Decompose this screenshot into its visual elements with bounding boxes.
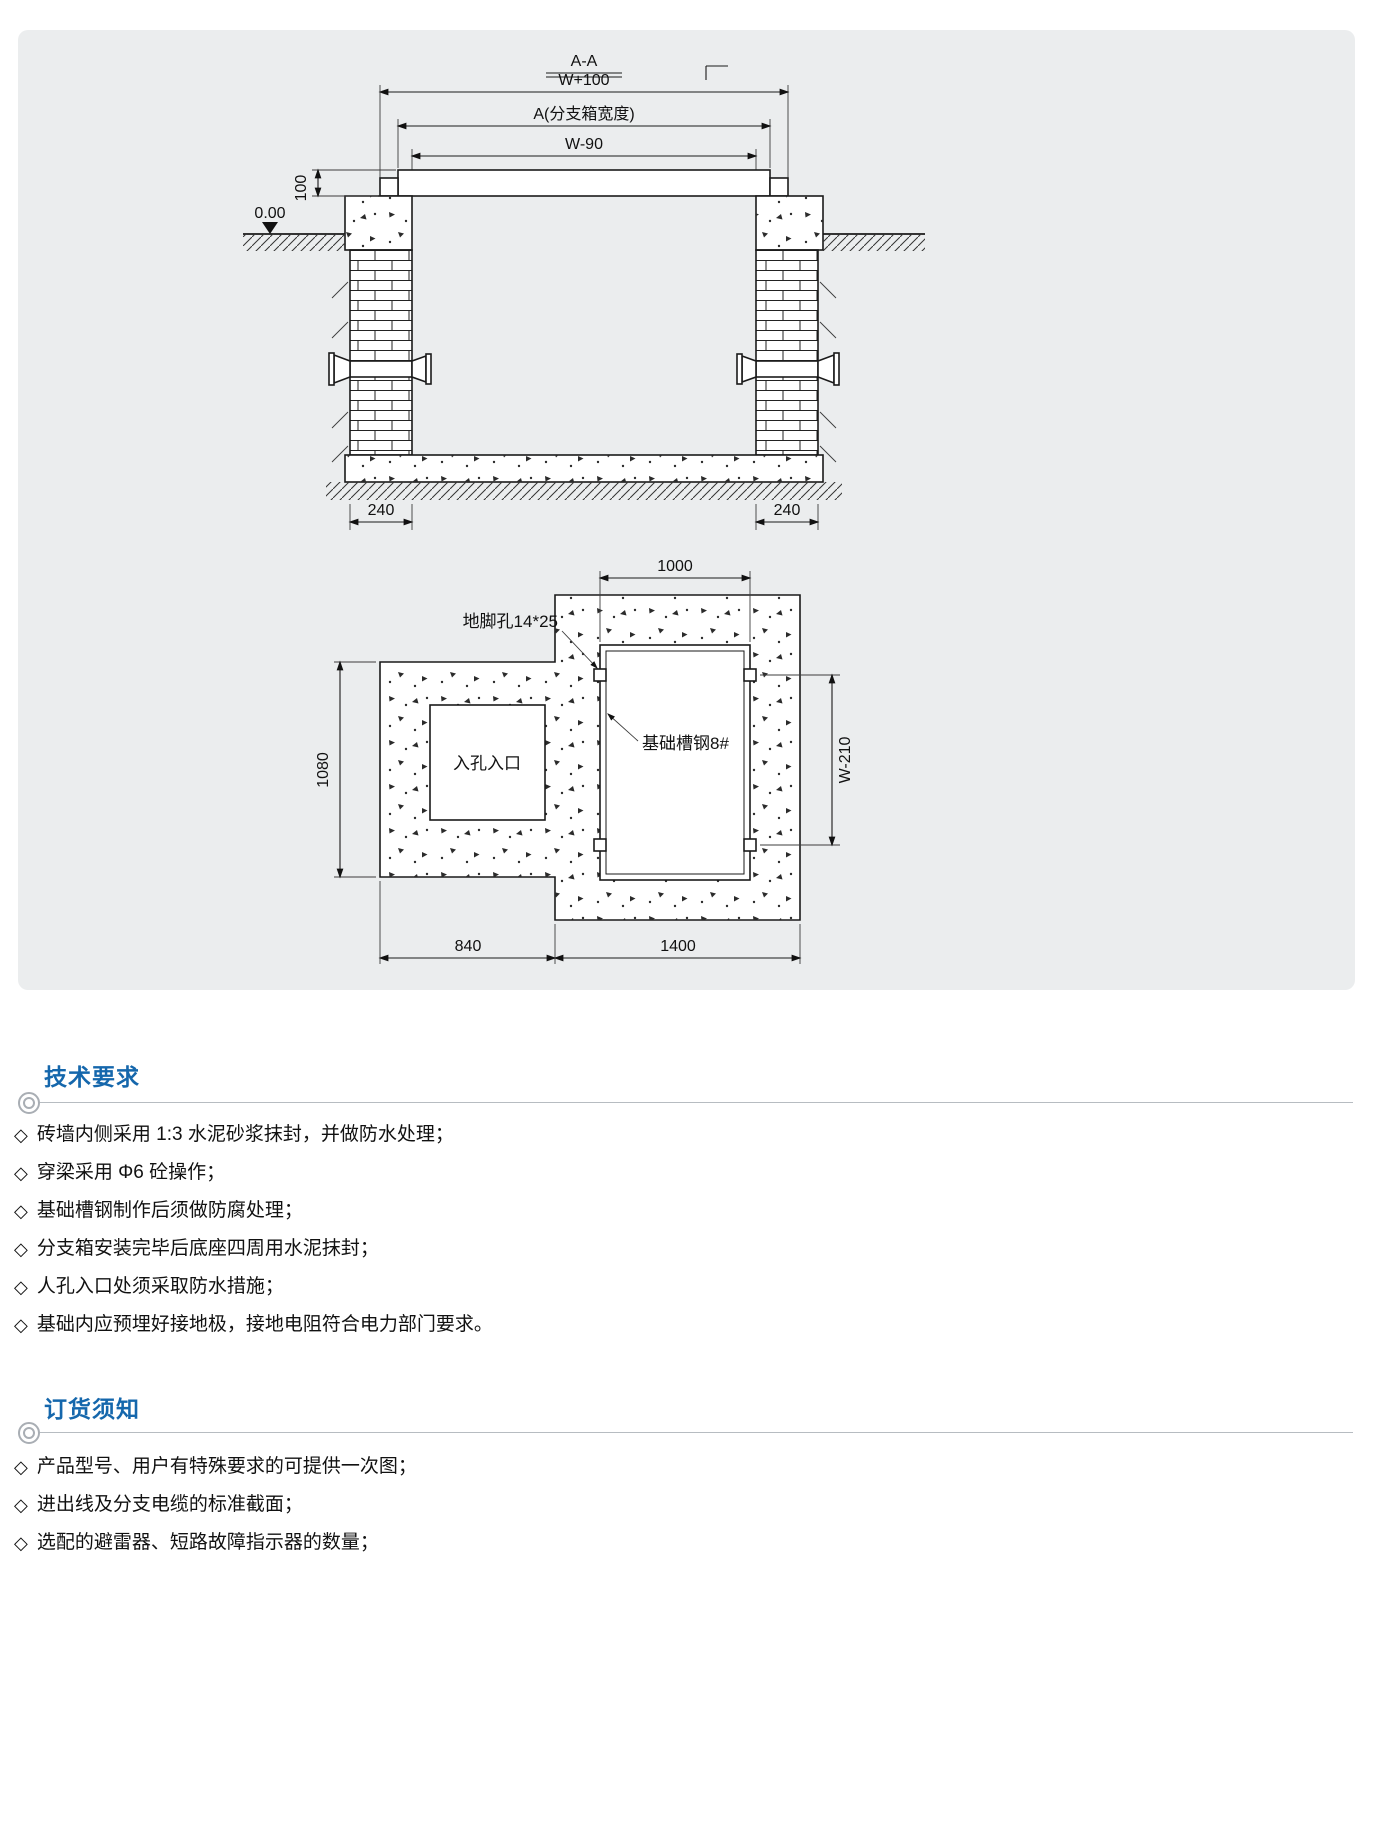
level-zero-label: 0.00: [254, 205, 285, 222]
left-soil-hatch: [331, 281, 349, 463]
section-mark-underline: [546, 72, 622, 78]
right-cross-beam: [736, 352, 840, 386]
binder-ring-icon: [18, 1422, 40, 1444]
list-item: ◇ 分支箱安装完毕后底座四周用水泥抹封；: [14, 1230, 493, 1268]
left-ground-hatch: [243, 234, 345, 251]
dim-box-width: A(分支箱宽度): [533, 105, 634, 123]
list-item: ◇ 产品型号、用户有特殊要求的可提供一次图；: [14, 1448, 417, 1486]
anchor-hole-label: 地脚孔14*25: [463, 612, 558, 631]
anchor-bolt: [743, 668, 757, 682]
list-item: ◇ 基础内应预埋好接地极，接地电阻符合电力部门要求。: [14, 1306, 493, 1344]
anchor-bolt: [593, 838, 607, 852]
item-text: 进出线及分支电缆的标准截面；: [36, 1493, 303, 1515]
diamond-bullet: ◇: [14, 1239, 28, 1259]
diamond-bullet: ◇: [14, 1533, 28, 1553]
item-text: 基础槽钢制作后须做防腐处理；: [36, 1199, 303, 1221]
corner-mark: [705, 65, 728, 80]
cross-section-view: A-A W+100 A(分支箱宽度) W-90: [243, 53, 925, 530]
box-base-plate: [397, 169, 771, 197]
plan-view: 入孔入口 1000 地脚孔14*25 基础槽钢8#: [315, 558, 854, 964]
list-item: ◇ 穿梁采用 Φ6 砼操作；: [14, 1154, 493, 1192]
channel-steel-frame: [599, 644, 751, 881]
manhole-label: 入孔入口: [453, 754, 521, 773]
foundation-installation-drawing: A-A W+100 A(分支箱宽度) W-90: [243, 53, 925, 964]
anchor-bolt: [593, 668, 607, 682]
section-mark-label: A-A: [571, 53, 598, 70]
dim-1000: 1000: [657, 558, 693, 575]
channel-steel-label: 基础槽钢8#: [642, 734, 729, 753]
right-soil-hatch: [819, 281, 837, 463]
dim-240-right: 240: [774, 502, 801, 519]
section-title-ordering-notes: 订货须知: [44, 1396, 140, 1422]
manhole-opening: [429, 704, 546, 821]
list-item: ◇ 人孔入口处须采取防水措施；: [14, 1268, 493, 1306]
dim-w-minus-90: W-90: [565, 136, 603, 153]
dim-1400: 1400: [660, 938, 696, 955]
left-brick-wall: [349, 249, 413, 456]
ordering-notes-list: ◇ 产品型号、用户有特殊要求的可提供一次图； ◇ 进出线及分支电缆的标准截面； …: [14, 1448, 417, 1562]
diamond-bullet: ◇: [14, 1163, 28, 1183]
item-text: 砖墙内侧采用 1:3 水泥砂浆抹封，并做防水处理；: [36, 1123, 454, 1145]
dim-240-left: 240: [368, 502, 395, 519]
dim-w-plus-100: W+100: [558, 72, 609, 89]
list-item: ◇ 进出线及分支电缆的标准截面；: [14, 1486, 417, 1524]
section-divider: [24, 1432, 1353, 1433]
item-text: 选配的避雷器、短路故障指示器的数量；: [36, 1531, 379, 1553]
section-divider: [24, 1102, 1353, 1103]
dim-1080: 1080: [315, 752, 332, 788]
binder-ring-icon: [18, 1092, 40, 1114]
dim-w-minus-210: W-210: [837, 736, 854, 783]
list-item: ◇ 基础槽钢制作后须做防腐处理；: [14, 1192, 493, 1230]
diamond-bullet: ◇: [14, 1315, 28, 1335]
diamond-bullet: ◇: [14, 1495, 28, 1515]
item-text: 分支箱安装完毕后底座四周用水泥抹封；: [36, 1237, 379, 1259]
technical-drawing-panel: A-A W+100 A(分支箱宽度) W-90: [18, 30, 1355, 990]
section-title-technical-requirements: 技术要求: [44, 1064, 140, 1090]
right-ground-hatch: [823, 234, 925, 251]
technical-requirements-list: ◇ 砖墙内侧采用 1:3 水泥砂浆抹封，并做防水处理； ◇ 穿梁采用 Φ6 砼操…: [14, 1116, 493, 1344]
diamond-bullet: ◇: [14, 1201, 28, 1221]
bottom-ground-hatch: [326, 482, 842, 500]
left-cross-beam: [328, 352, 432, 386]
item-text: 人孔入口处须采取防水措施；: [36, 1275, 284, 1297]
right-brick-wall: [755, 249, 819, 456]
dim-100: 100: [293, 175, 310, 202]
diamond-bullet: ◇: [14, 1125, 28, 1145]
level-marker-icon: [262, 222, 278, 234]
diamond-bullet: ◇: [14, 1457, 28, 1477]
list-item: ◇ 砖墙内侧采用 1:3 水泥砂浆抹封，并做防水处理；: [14, 1116, 493, 1154]
item-text: 产品型号、用户有特殊要求的可提供一次图；: [36, 1455, 417, 1477]
anchor-bolt: [743, 838, 757, 852]
list-item: ◇ 选配的避雷器、短路故障指示器的数量；: [14, 1524, 417, 1562]
diamond-bullet: ◇: [14, 1277, 28, 1297]
dim-840: 840: [455, 938, 482, 955]
item-text: 基础内应预埋好接地极，接地电阻符合电力部门要求。: [36, 1313, 493, 1335]
item-text: 穿梁采用 Φ6 砼操作；: [36, 1161, 226, 1183]
